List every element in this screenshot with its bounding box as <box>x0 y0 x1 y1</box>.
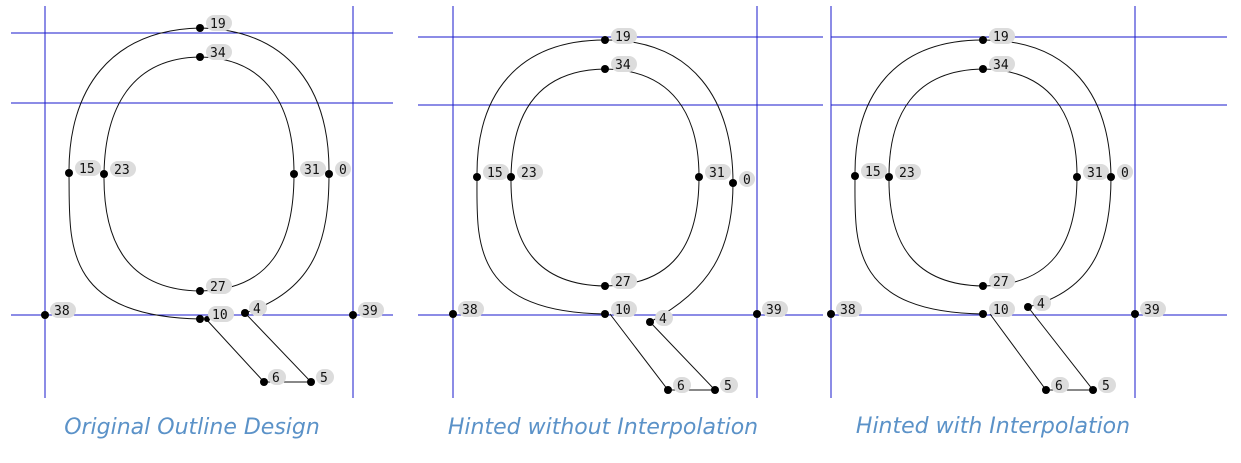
point-34: 34 <box>196 44 232 61</box>
tail-contour <box>609 313 717 391</box>
point-34: 34 <box>601 56 637 73</box>
point-10-label: 10 <box>993 303 1009 318</box>
point-27-label: 27 <box>210 280 226 295</box>
point-27-label: 27 <box>615 275 631 290</box>
point-4: 4 <box>646 310 673 327</box>
point-34-label: 34 <box>210 46 226 61</box>
point-38-label: 38 <box>54 304 70 319</box>
point-23-label: 23 <box>899 166 915 181</box>
point-23: 23 <box>100 161 136 178</box>
tail-contour <box>989 306 1095 391</box>
point-38-label: 38 <box>840 303 856 318</box>
point-23-label: 23 <box>521 166 537 181</box>
point-5: 5 <box>1089 377 1116 394</box>
point-10: 10 <box>196 306 234 323</box>
point-4: 4 <box>241 300 267 317</box>
point-31-label: 31 <box>304 163 320 178</box>
point-19: 19 <box>601 28 637 45</box>
point-15: 15 <box>473 164 509 181</box>
point-5: 5 <box>307 369 334 386</box>
point-4-label: 4 <box>1037 297 1045 312</box>
point-4: 4 <box>1024 295 1051 312</box>
point-27: 27 <box>979 273 1015 290</box>
point-31-label: 31 <box>1087 166 1103 181</box>
point-10: 10 <box>979 301 1015 318</box>
point-39: 39 <box>349 302 384 319</box>
point-15-label: 15 <box>487 166 503 181</box>
point-39: 39 <box>753 301 788 318</box>
point-6-label: 6 <box>1055 379 1063 394</box>
point-4-label: 4 <box>659 312 667 327</box>
point-6-label: 6 <box>677 379 685 394</box>
point-38: 38 <box>827 301 862 318</box>
point-19-label: 19 <box>210 17 226 32</box>
point-27-label: 27 <box>993 275 1009 290</box>
point-6: 6 <box>260 369 286 386</box>
point-23: 23 <box>885 164 921 181</box>
point-10-label: 10 <box>615 303 631 318</box>
point-0-label: 0 <box>743 173 751 188</box>
point-0-label: 0 <box>339 163 347 178</box>
point-19-label: 19 <box>615 30 631 45</box>
point-15: 15 <box>65 160 101 177</box>
outer-contour <box>476 39 734 323</box>
tail-contour <box>205 312 313 383</box>
point-19: 19 <box>979 28 1015 45</box>
point-38: 38 <box>449 301 484 318</box>
point-39-label: 39 <box>362 304 378 319</box>
point-39-label: 39 <box>766 303 782 318</box>
point-6: 6 <box>1042 377 1069 394</box>
point-34-label: 34 <box>993 58 1009 73</box>
point-0-label: 0 <box>1121 166 1129 181</box>
point-23: 23 <box>507 164 543 181</box>
outer-contour <box>854 39 1112 315</box>
point-6-label: 6 <box>272 371 280 386</box>
point-39-label: 39 <box>1144 303 1160 318</box>
point-15-label: 15 <box>79 162 95 177</box>
point-31: 31 <box>290 161 326 178</box>
point-19-label: 19 <box>993 30 1009 45</box>
point-5-label: 5 <box>1102 379 1110 394</box>
point-15: 15 <box>851 163 887 180</box>
point-10: 10 <box>601 301 637 318</box>
point-27: 27 <box>196 278 232 295</box>
point-39: 39 <box>1131 301 1166 318</box>
panel-hinted-with-interpolation: 19 34 15 23 31 0 27 <box>827 6 1227 439</box>
point-34-label: 34 <box>615 58 631 73</box>
panel-hinted-without-interpolation: 19 34 15 23 31 0 27 <box>418 6 823 440</box>
point-0: 0 <box>1107 164 1133 181</box>
point-0: 0 <box>325 161 351 178</box>
point-4-label: 4 <box>253 302 261 317</box>
point-5-label: 5 <box>724 379 732 394</box>
point-34: 34 <box>979 56 1015 73</box>
point-38: 38 <box>41 302 76 319</box>
panel-original-outline: 19 34 15 23 31 0 27 <box>11 6 393 440</box>
point-23-label: 23 <box>114 163 130 178</box>
point-31-label: 31 <box>709 166 725 181</box>
point-27: 27 <box>601 273 637 290</box>
caption-hinted-with: Hinted with Interpolation <box>856 414 1130 439</box>
point-5: 5 <box>711 377 738 394</box>
point-15-label: 15 <box>865 165 881 180</box>
point-31: 31 <box>695 164 731 181</box>
point-6: 6 <box>664 377 691 394</box>
point-38-label: 38 <box>462 303 478 318</box>
point-0: 0 <box>729 171 755 188</box>
point-19: 19 <box>196 15 232 32</box>
point-10-label: 10 <box>212 308 228 323</box>
caption-hinted-without: Hinted without Interpolation <box>448 415 758 440</box>
outer-contour <box>68 27 330 320</box>
point-5-label: 5 <box>320 371 328 386</box>
caption-original: Original Outline Design <box>64 415 320 440</box>
point-31: 31 <box>1073 164 1109 181</box>
